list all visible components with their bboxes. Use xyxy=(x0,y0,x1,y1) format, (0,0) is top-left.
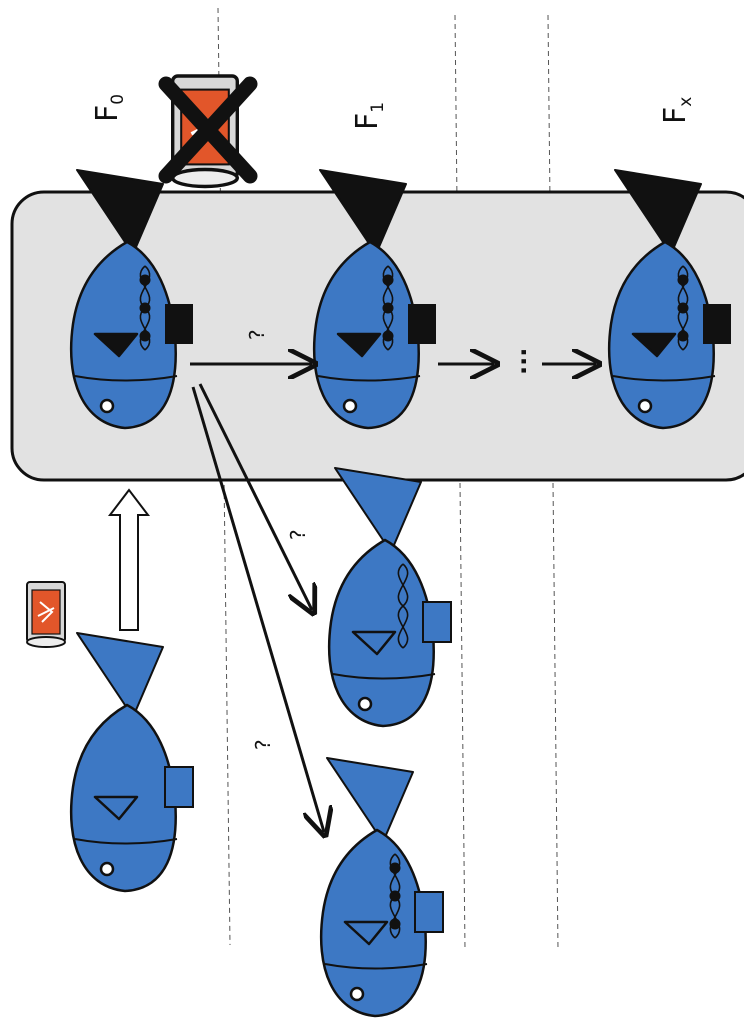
fish-icon xyxy=(69,631,195,893)
generation-label-fx: Fx xyxy=(658,97,696,124)
separator-line xyxy=(547,14,559,951)
question-mark: ? xyxy=(245,329,269,340)
fish-icon xyxy=(319,756,445,1018)
arrow-to-offspring-1 xyxy=(198,383,312,610)
separator-line xyxy=(454,14,466,951)
question-mark: ? xyxy=(286,529,310,540)
exposure-can-icon xyxy=(26,581,66,648)
generation-label-f1: F1 xyxy=(350,102,388,130)
fish-icon xyxy=(327,466,453,728)
crossed-out-can-icon xyxy=(158,74,258,189)
generation-labels: F0 F1 Fx xyxy=(90,94,696,130)
exposure-arrow-icon xyxy=(107,488,151,631)
continuation-dots: ... xyxy=(504,348,532,375)
arrow-to-offspring-2 xyxy=(191,386,324,832)
inheritance-arrows xyxy=(190,364,596,832)
generation-label-f0: F0 xyxy=(90,94,128,122)
question-mark: ? xyxy=(251,739,275,750)
